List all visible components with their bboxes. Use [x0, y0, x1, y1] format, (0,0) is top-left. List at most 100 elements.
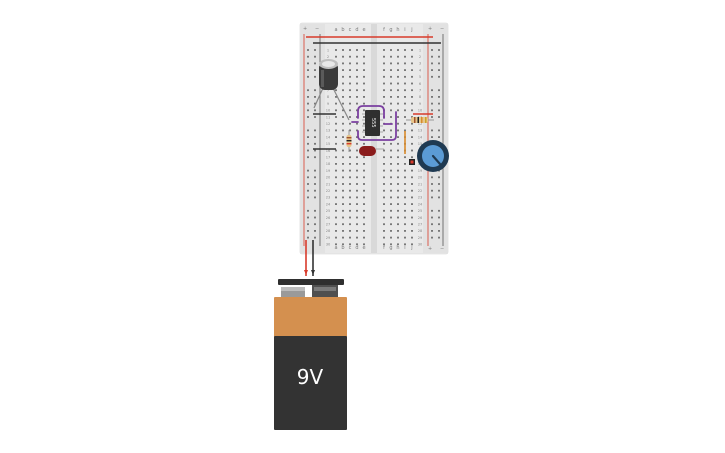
breadboard-hole[interactable] [349, 209, 351, 212]
breadboard-hole[interactable] [411, 216, 413, 219]
rail-hole[interactable] [314, 183, 316, 185]
breadboard-hole[interactable] [397, 183, 399, 185]
breadboard-hole[interactable] [356, 89, 358, 92]
breadboard-hole[interactable] [383, 96, 385, 98]
breadboard-hole[interactable] [342, 49, 344, 51]
breadboard-hole[interactable] [335, 223, 337, 226]
breadboard-hole[interactable] [404, 230, 406, 232]
breadboard-hole[interactable] [335, 209, 337, 212]
breadboard-hole[interactable] [404, 223, 406, 226]
breadboard-hole[interactable] [404, 69, 406, 71]
rail-hole[interactable] [431, 89, 433, 92]
breadboard-hole[interactable] [397, 69, 399, 71]
breadboard-hole[interactable] [383, 230, 385, 232]
rail-hole[interactable] [314, 236, 316, 239]
breadboard-hole[interactable] [349, 102, 351, 105]
breadboard-hole[interactable] [363, 169, 365, 172]
breadboard-hole[interactable] [404, 196, 406, 199]
breadboard-hole[interactable] [363, 89, 365, 92]
breadboard-hole[interactable] [397, 96, 399, 98]
breadboard-hole[interactable] [383, 149, 385, 152]
breadboard-hole[interactable] [411, 236, 413, 239]
breadboard-hole[interactable] [342, 62, 344, 65]
breadboard-hole[interactable] [390, 109, 392, 112]
rail-hole[interactable] [431, 116, 433, 118]
breadboard-hole[interactable] [404, 243, 406, 246]
breadboard-hole[interactable] [363, 236, 365, 239]
breadboard-hole[interactable] [349, 183, 351, 185]
breadboard-hole[interactable] [363, 189, 365, 192]
rail-hole[interactable] [438, 49, 440, 51]
breadboard-hole[interactable] [411, 243, 413, 246]
breadboard-hole[interactable] [383, 176, 385, 179]
rail-hole[interactable] [431, 129, 433, 132]
breadboard-hole[interactable] [335, 176, 337, 179]
rail-hole[interactable] [307, 176, 309, 179]
rail-hole[interactable] [314, 169, 316, 172]
breadboard-hole[interactable] [390, 243, 392, 246]
breadboard-hole[interactable] [404, 156, 406, 159]
breadboard-hole[interactable] [397, 149, 399, 152]
rail-hole[interactable] [307, 183, 309, 185]
breadboard-hole[interactable] [342, 69, 344, 71]
breadboard-hole[interactable] [383, 102, 385, 105]
breadboard-hole[interactable] [404, 122, 406, 125]
breadboard-hole[interactable] [342, 236, 344, 239]
breadboard-hole[interactable] [363, 163, 365, 165]
breadboard-hole[interactable] [397, 169, 399, 172]
breadboard-holes[interactable] [307, 49, 440, 246]
breadboard-hole[interactable] [363, 62, 365, 65]
breadboard-hole[interactable] [356, 176, 358, 179]
breadboard-hole[interactable] [335, 109, 337, 112]
breadboard-hole[interactable] [356, 169, 358, 172]
breadboard-hole[interactable] [349, 216, 351, 219]
breadboard-hole[interactable] [404, 62, 406, 65]
breadboard-hole[interactable] [356, 116, 358, 118]
breadboard-hole[interactable] [411, 136, 413, 138]
breadboard-hole[interactable] [383, 223, 385, 226]
breadboard-hole[interactable] [356, 102, 358, 105]
breadboard-hole[interactable] [363, 183, 365, 185]
breadboard-hole[interactable] [411, 189, 413, 192]
breadboard-hole[interactable] [363, 216, 365, 219]
rail-hole[interactable] [438, 129, 440, 132]
breadboard-hole[interactable] [363, 122, 365, 125]
rail-hole[interactable] [307, 209, 309, 212]
breadboard-hole[interactable] [363, 176, 365, 179]
rail-hole[interactable] [431, 55, 433, 58]
breadboard-hole[interactable] [342, 116, 344, 118]
breadboard-hole[interactable] [356, 216, 358, 219]
ic-555-chip[interactable]: 555 [362, 110, 383, 136]
breadboard-hole[interactable] [404, 82, 406, 85]
led-red[interactable] [359, 146, 384, 156]
breadboard-hole[interactable] [397, 89, 399, 92]
rail-hole[interactable] [431, 75, 433, 78]
breadboard-hole[interactable] [397, 62, 399, 65]
breadboard-hole[interactable] [383, 169, 385, 172]
breadboard-hole[interactable] [404, 49, 406, 51]
breadboard-hole[interactable] [342, 203, 344, 205]
breadboard-hole[interactable] [356, 209, 358, 212]
resistor-vertical[interactable] [346, 130, 352, 152]
rail-hole[interactable] [314, 49, 316, 51]
breadboard-hole[interactable] [404, 116, 406, 118]
rail-hole[interactable] [438, 183, 440, 185]
breadboard-hole[interactable] [390, 176, 392, 179]
breadboard-hole[interactable] [342, 89, 344, 92]
breadboard-hole[interactable] [411, 176, 413, 179]
breadboard-hole[interactable] [397, 196, 399, 199]
rail-hole[interactable] [438, 102, 440, 105]
rail-hole[interactable] [307, 216, 309, 219]
rail-hole[interactable] [431, 209, 433, 212]
breadboard-hole[interactable] [342, 176, 344, 179]
breadboard-hole[interactable] [349, 149, 351, 152]
breadboard-hole[interactable] [404, 236, 406, 239]
breadboard-hole[interactable] [397, 209, 399, 212]
rail-hole[interactable] [314, 223, 316, 226]
rail-hole[interactable] [314, 156, 316, 159]
breadboard-hole[interactable] [335, 122, 337, 125]
breadboard-hole[interactable] [390, 169, 392, 172]
breadboard-hole[interactable] [390, 75, 392, 78]
breadboard-hole[interactable] [390, 116, 392, 118]
breadboard-hole[interactable] [411, 169, 413, 172]
